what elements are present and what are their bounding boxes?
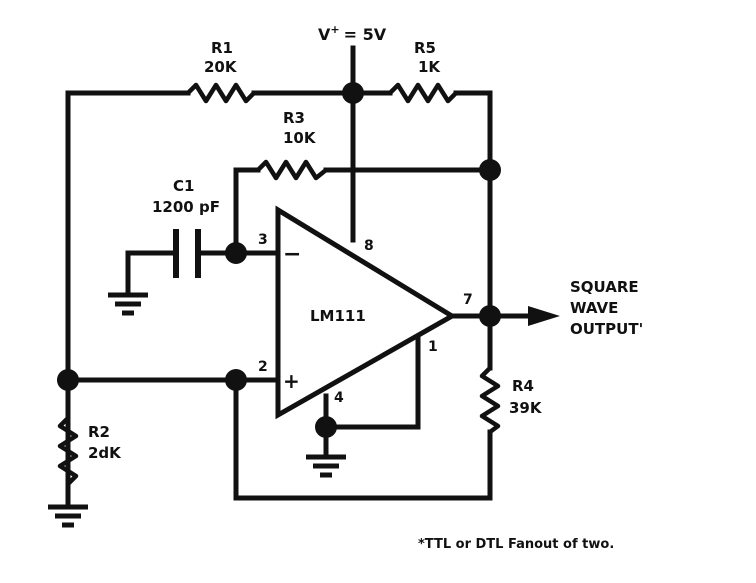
pin-1-label: 1 <box>428 339 438 355</box>
output-arrow <box>528 306 560 326</box>
inverting-input-symbol: − <box>283 242 301 267</box>
r1-name: R1 <box>211 39 233 57</box>
noninverting-input-symbol: + <box>283 369 300 393</box>
pin-8-label: 8 <box>364 238 374 254</box>
resistor-r4 <box>479 366 501 434</box>
ground-symbol-c1 <box>108 292 148 316</box>
capacitor-c1 <box>173 229 201 278</box>
resistor-r3 <box>256 159 328 181</box>
c1-value: 1200 pF <box>152 198 220 216</box>
r3-name: R3 <box>283 109 305 127</box>
opamp-label: LM111 <box>310 307 366 325</box>
pin-7-label: 7 <box>463 292 473 308</box>
junctions <box>57 82 501 438</box>
r3-value: 10K <box>283 129 317 147</box>
resistor-r1 <box>186 82 256 104</box>
ground-symbol-pin4 <box>306 454 346 478</box>
r4-name: R4 <box>512 377 534 395</box>
opamp-lm111 <box>275 205 457 420</box>
ground-symbol-r2 <box>48 504 88 528</box>
output-label-line3: OUTPUT' <box>570 320 643 338</box>
output-label-line2: WAVE <box>570 299 618 317</box>
supply-label: V+= 5V <box>318 23 387 44</box>
pin-2-label: 2 <box>258 359 268 375</box>
r4-value: 39K <box>509 399 543 417</box>
pin-4-label: 4 <box>334 390 344 406</box>
r2-value: 2dK <box>88 444 122 462</box>
pin-3-label: 3 <box>258 232 268 248</box>
footnote: *TTL or DTL Fanout of two. <box>418 537 614 552</box>
c1-name: C1 <box>173 177 194 195</box>
resistor-r2 <box>57 416 79 486</box>
r2-name: R2 <box>88 423 110 441</box>
resistor-r5 <box>388 82 458 104</box>
r1-value: 20K <box>204 58 238 76</box>
r5-name: R5 <box>414 39 436 57</box>
r5-value: 1K <box>418 58 441 76</box>
output-label-line1: SQUARE <box>570 278 639 296</box>
